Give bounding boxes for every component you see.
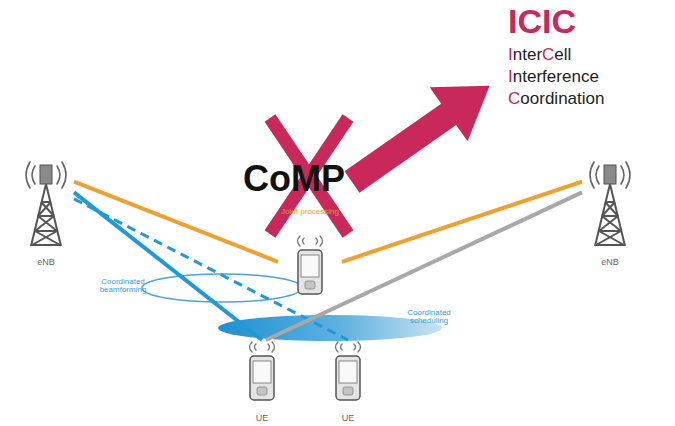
big-arrow — [333, 59, 508, 209]
tower-figure — [585, 160, 635, 248]
user-equipment: UE — [242, 340, 282, 424]
tower-icon — [21, 160, 71, 248]
phone-figure — [247, 340, 277, 402]
acronym-expansion: Coordination — [508, 90, 605, 108]
technique-label: Coordinated scheduling — [398, 309, 460, 326]
acronym-expansion: InterCell — [508, 46, 571, 64]
phone-icon — [295, 234, 325, 296]
tower-icon — [585, 160, 635, 248]
scheduling-ellipse — [218, 315, 442, 341]
node-label: UE — [256, 413, 269, 424]
node-label: Joint processing — [281, 206, 339, 217]
initial-letter: C — [542, 45, 554, 64]
radio-link — [266, 192, 582, 340]
acronym-heading: ICIC — [508, 4, 576, 40]
acronym-expansion: Interference — [508, 68, 599, 86]
user-equipment: UE — [328, 340, 368, 424]
phone-figure — [333, 340, 363, 402]
beamforming-ellipse — [142, 274, 302, 302]
phone-icon — [333, 340, 363, 402]
node-label: eNB — [37, 257, 55, 268]
phone-figure — [295, 234, 325, 296]
struck-term: CoMP — [243, 160, 345, 198]
node-label: UE — [342, 413, 355, 424]
base-station: eNB — [582, 160, 638, 268]
user-equipment: Joint processing — [278, 206, 342, 296]
technique-label: Coordinated beamforming — [92, 278, 154, 295]
initial-letter: C — [508, 89, 520, 108]
tower-figure — [21, 160, 71, 248]
initial-letter: I — [508, 67, 513, 86]
phone-icon — [247, 340, 277, 402]
initial-letter: I — [508, 45, 513, 64]
node-label: eNB — [601, 257, 619, 268]
base-station: eNB — [18, 160, 74, 268]
